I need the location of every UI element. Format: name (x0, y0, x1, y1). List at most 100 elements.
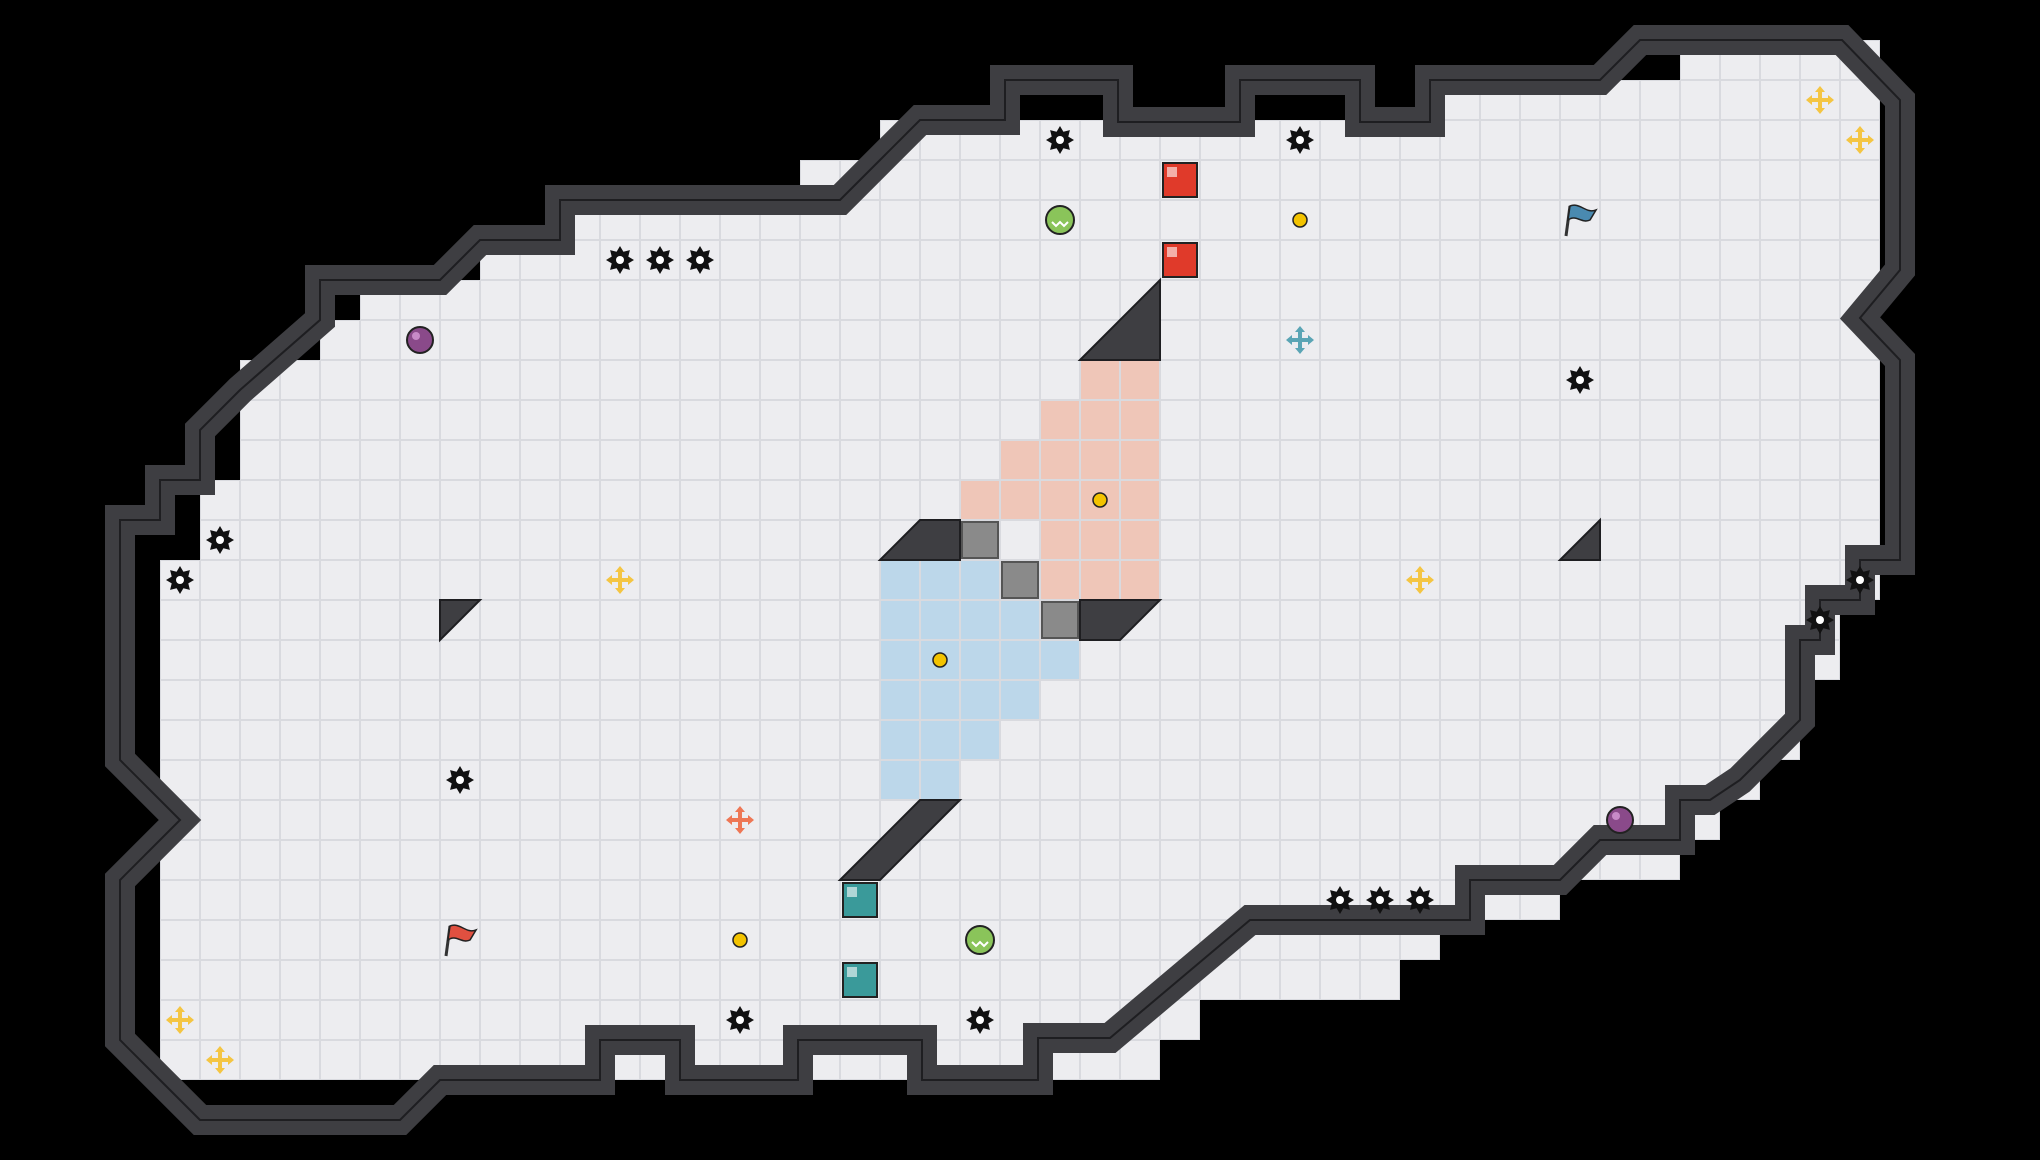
grid-cell (1520, 640, 1560, 680)
grid-cell (1080, 800, 1120, 840)
grid-cell (600, 920, 640, 960)
grid-cell (520, 640, 560, 680)
grid-cell (800, 920, 840, 960)
grid-cell (200, 520, 240, 560)
grid-cell (200, 480, 240, 520)
grid-cell (1360, 720, 1400, 760)
grid-cell (1040, 680, 1080, 720)
grid-cell (1320, 440, 1360, 480)
grid-cell (1680, 240, 1720, 280)
grid-cell (960, 400, 1000, 440)
grid-cell (1760, 480, 1800, 520)
grid-cell (560, 560, 600, 600)
spike-icon (1366, 886, 1394, 914)
grid-cell (1520, 160, 1560, 200)
grid-cell (480, 360, 520, 400)
grid-cell (960, 720, 1000, 760)
grid-cell (1480, 520, 1520, 560)
grid-cell (960, 680, 1000, 720)
grid-cell (1080, 760, 1120, 800)
grid-cell (640, 440, 680, 480)
grid-cell (1360, 200, 1400, 240)
grid-cell (720, 400, 760, 440)
grid-cell (600, 280, 640, 320)
grid-cell (440, 760, 480, 800)
grid-cell (1360, 960, 1400, 1000)
grid-cell (600, 560, 640, 600)
grid-cell (240, 1000, 280, 1040)
grid-cell (1640, 640, 1680, 680)
grid-cell (1320, 720, 1360, 760)
grid-cell (1360, 560, 1400, 600)
gate-icon (1041, 601, 1079, 639)
grid-cell (1040, 560, 1080, 600)
grid-cell (1520, 680, 1560, 720)
grid-cell (560, 520, 600, 560)
grid-cell (1240, 680, 1280, 720)
grid-cell (1120, 440, 1160, 480)
grid-cell (1320, 600, 1360, 640)
grid-cell (160, 880, 200, 920)
spike-icon (1806, 606, 1834, 634)
spike-icon (1046, 126, 1074, 154)
grid-cell (1320, 240, 1360, 280)
grid-cell (1480, 680, 1520, 720)
grid-cell (1440, 360, 1480, 400)
gate-icon (1001, 561, 1039, 599)
grid-cell (920, 640, 960, 680)
grid-cell (1000, 160, 1040, 200)
grid-cell (320, 360, 360, 400)
grid-cell (1320, 320, 1360, 360)
grid-cell (520, 400, 560, 440)
grid-cell (1640, 760, 1680, 800)
grid-cell (440, 840, 480, 880)
yellow-boost-icon (1806, 86, 1834, 114)
grid-cell (320, 920, 360, 960)
grid-cell (760, 240, 800, 280)
grid-cell (600, 480, 640, 520)
grid-cell (720, 1000, 760, 1040)
grid-cell (640, 360, 680, 400)
grid-cell (200, 960, 240, 1000)
blue-boost-icon (1286, 326, 1314, 354)
grid-cell (560, 720, 600, 760)
grid-cell (560, 400, 600, 440)
grid-cell (1320, 960, 1360, 1000)
grid-cell (360, 320, 400, 360)
grid-cell (1440, 800, 1480, 840)
yellow-boost-icon (166, 1006, 194, 1034)
grid-cell (1000, 800, 1040, 840)
grid-cell (760, 360, 800, 400)
grid-cell (600, 960, 640, 1000)
grid-cell (480, 280, 520, 320)
grid-cell (1280, 560, 1320, 600)
grid-cell (280, 560, 320, 600)
grid-cell (1280, 480, 1320, 520)
grid-cell (1000, 960, 1040, 1000)
grid-cell (1280, 280, 1320, 320)
grid-cell (920, 200, 960, 240)
grid-cell (960, 480, 1000, 520)
grid-cell (1560, 400, 1600, 440)
grid-cell (480, 320, 520, 360)
grid-cell (520, 560, 560, 600)
grid-cell (840, 960, 880, 1000)
grid-cell (760, 720, 800, 760)
grid-cell (560, 840, 600, 880)
grid-cell (840, 920, 880, 960)
grid-cell (1200, 600, 1240, 640)
grid-cell (1040, 480, 1080, 520)
grid-cell (440, 920, 480, 960)
grid-cell (680, 800, 720, 840)
grid-cell (1200, 760, 1240, 800)
grid-cell (760, 520, 800, 560)
red-portal-icon (1162, 242, 1198, 278)
grid-cell (1240, 160, 1280, 200)
grid-cell (800, 440, 840, 480)
grid-cell (240, 520, 280, 560)
grid-cell (440, 800, 480, 840)
grid-cell (520, 920, 560, 960)
grid-cell (1560, 440, 1600, 480)
grid-cell (1160, 720, 1200, 760)
grid-cell (800, 240, 840, 280)
